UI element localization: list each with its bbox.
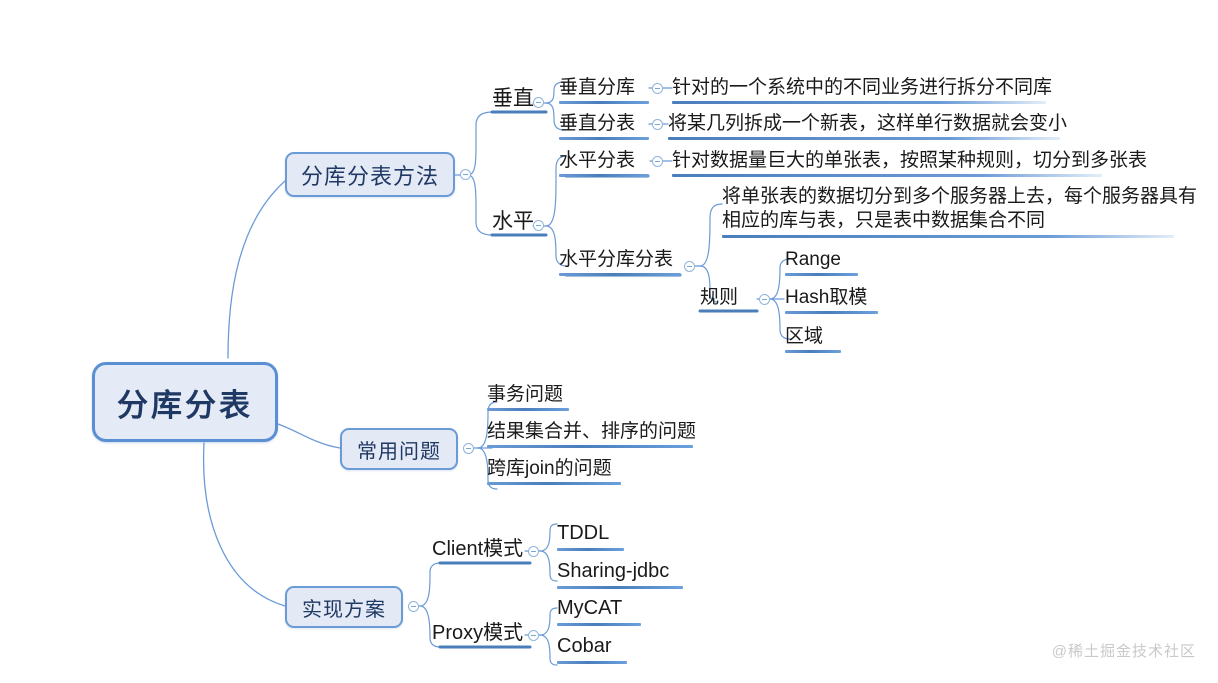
node-proxy-mode[interactable]: Proxy模式 [432,621,523,647]
node-vertical-db-underline [559,101,649,105]
toggle-horizontal[interactable] [533,220,544,231]
node-vertical-table[interactable]: 垂直分表 [559,112,649,141]
edge-root-methods [227,180,286,359]
node-vertical[interactable]: 垂直 [492,86,534,113]
node-sharing-jdbc[interactable]: Sharing-jdbc [557,559,683,589]
branch-node-methods-label: 分库分表方法 [300,163,439,189]
node-client-mode-label: Client模式 [432,538,524,560]
detail-horizontal-db-table-underline [722,234,1174,238]
edge-client-1 [539,523,558,552]
node-tddl-underline [557,547,624,551]
branch-node-common-problems[interactable]: 常用问题 [340,428,458,470]
toggle-proxy-mode[interactable] [528,630,539,641]
toggle-vertical-db[interactable] [652,83,663,94]
node-horizontal-db-table-label: 水平分库分表 [559,249,674,270]
node-rules[interactable]: 规则 [700,286,738,310]
edge-hdbtb-up [699,203,723,267]
node-rule-region[interactable]: 区域 [785,325,841,354]
watermark: @稀土掘金技术社区 [1052,640,1196,661]
watermark-text: @稀土掘金技术社区 [1051,643,1196,660]
detail-horizontal-table-text: 针对数据量巨大的单张表，按照某种规则，切分到多张表 [672,150,1148,171]
node-rule-hash-label: Hash取模 [785,287,868,308]
node-sharing-jdbc-label: Sharing-jdbc [557,560,670,582]
node-rule-range-label: Range [785,249,841,270]
edge-methods-fork-down [467,174,493,236]
node-vertical-table-label: 垂直分表 [559,113,636,134]
branch-node-implementations-label: 实现方案 [302,598,386,621]
edge-proxy-1 [539,607,558,636]
detail-vertical-table-underline [668,137,1060,141]
node-horizontal-table-underline [559,174,649,178]
detail-horizontal-db-table-line1: 将单张表的数据切分到多个服务器上去，每个服务器具有 [722,186,1198,207]
root-node-label: 分库分表 [117,387,253,423]
node-tddl-label: TDDL [557,522,610,544]
detail-horizontal-db-table-line2: 相应的库与表，只是表中数据集合不同 [722,210,1046,232]
node-horizontal-db-table[interactable]: 水平分库分表 [559,248,681,277]
detail-vertical-db-text: 针对的一个系统中的不同业务进行拆分不同库 [672,77,1053,98]
toggle-vertical[interactable] [533,97,544,108]
node-cobar-label: Cobar [557,635,612,657]
node-vertical-table-underline [559,137,649,141]
node-cobar[interactable]: Cobar [557,634,627,664]
node-rule-hash-underline [785,311,878,315]
common-problem-item-1-label: 事务问题 [487,384,564,405]
node-horizontal[interactable]: 水平 [492,209,534,236]
root-node[interactable]: 分库分表 [92,362,278,442]
node-horizontal-label: 水平 [492,210,534,233]
node-mycat-label: MyCAT [557,597,623,619]
common-problem-item-2-label: 结果集合并、排序的问题 [487,421,697,442]
edge-root-common [277,423,341,449]
common-problem-item-2[interactable]: 结果集合并、排序的问题 [487,420,697,449]
branch-node-implementations[interactable]: 实现方案 [285,586,403,628]
common-problem-item-2-underline [487,445,693,449]
detail-vertical-table[interactable]: 将某几列拆成一个新表，这样单行数据就会变小 [668,112,1068,141]
common-problem-item-3-underline [487,482,621,486]
node-rules-label: 规则 [700,287,739,308]
edge-client-2 [539,550,558,582]
toggle-common-problems[interactable] [463,443,474,454]
node-rule-region-underline [785,350,841,354]
node-horizontal-db-table-underline [559,273,681,277]
common-problem-item-3-label: 跨库join的问题 [487,458,612,479]
edge-impl-client [419,562,441,607]
common-problem-item-1-underline [487,408,569,412]
node-tddl[interactable]: TDDL [557,521,624,551]
node-vertical-db[interactable]: 垂直分库 [559,76,649,105]
detail-horizontal-table[interactable]: 针对数据量巨大的单张表，按照某种规则，切分到多张表 [672,149,1148,178]
toggle-vertical-table[interactable] [652,119,663,130]
common-problem-item-1[interactable]: 事务问题 [487,383,569,412]
node-client-mode[interactable]: Client模式 [432,537,523,563]
detail-horizontal-table-underline [672,174,1102,178]
branch-node-common-problems-label: 常用问题 [357,440,441,463]
toggle-rules[interactable] [759,294,770,305]
node-cobar-underline [557,660,627,664]
node-vertical-db-label: 垂直分库 [559,77,636,98]
detail-vertical-db[interactable]: 针对的一个系统中的不同业务进行拆分不同库 [672,76,1053,105]
node-vertical-label: 垂直 [492,87,534,110]
detail-vertical-db-underline [672,101,1046,105]
node-sharing-jdbc-underline [557,585,683,589]
node-rule-hash[interactable]: Hash取模 [785,286,878,315]
node-horizontal-table[interactable]: 水平分表 [559,149,649,178]
node-rule-range[interactable]: Range [785,248,858,277]
toggle-horizontal-db-table[interactable] [684,261,695,272]
edge-root-impl [202,442,286,607]
toggle-implementations[interactable] [408,601,419,612]
toggle-client-mode[interactable] [528,546,539,557]
detail-horizontal-db-table[interactable]: 将单张表的数据切分到多个服务器上去，每个服务器具有 相应的库与表，只是表中数据集… [722,185,1197,238]
edge-methods-fork-up [467,111,493,176]
branch-node-methods[interactable]: 分库分表方法 [285,152,455,197]
common-problem-item-3[interactable]: 跨库join的问题 [487,457,621,486]
node-mycat[interactable]: MyCAT [557,596,641,626]
edge-proxy-2 [539,634,558,666]
toggle-horizontal-table[interactable] [652,156,663,167]
toggle-methods[interactable] [460,169,471,180]
node-rule-region-label: 区域 [785,326,824,347]
node-rule-range-underline [785,273,858,277]
node-mycat-underline [557,622,641,626]
node-proxy-mode-label: Proxy模式 [432,622,524,644]
detail-vertical-table-text: 将某几列拆成一个新表，这样单行数据就会变小 [668,113,1068,134]
node-horizontal-table-label: 水平分表 [559,150,636,171]
